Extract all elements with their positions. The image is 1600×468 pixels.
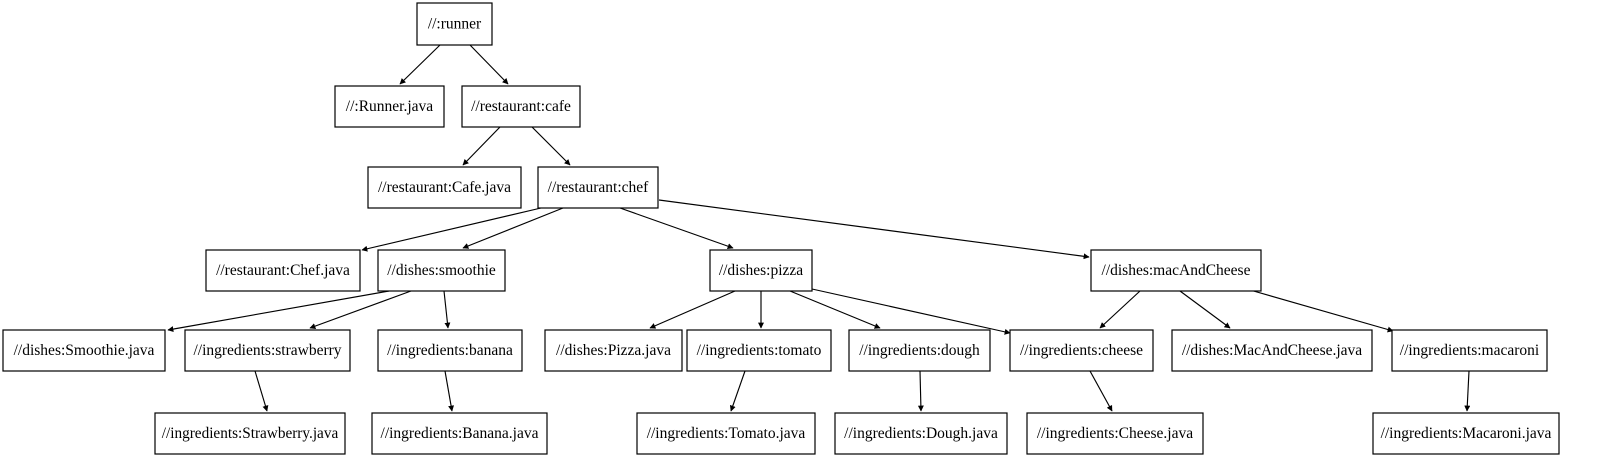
node-box[interactable] [834,412,1008,455]
graph-edge-pizza-to-cheese [811,288,1011,335]
node-label: //restaurant:chef [548,179,650,196]
node-box[interactable] [377,249,506,292]
node-box[interactable] [709,249,813,292]
node-box[interactable] [1009,329,1154,372]
node-box[interactable] [184,329,351,372]
graph-edge-pizza-to-dough [789,290,881,329]
graph-edge-strawberry-to-strawberry_java [254,370,269,412]
graph-edge-restaurant_chef-to-chef_java [361,207,542,252]
node-box[interactable] [686,329,832,372]
graph-edge-tomato-to-tomato_java [729,370,746,412]
graph-node-restaurant_cafe[interactable]: //restaurant:cafe [461,85,581,128]
graph-edge-cheese-to-cheese_java [1089,370,1113,412]
node-label: //ingredients:dough [859,342,980,359]
graph-edge-smoothie-to-strawberry [309,290,412,329]
graph-edge-runner-to-restaurant_cafe [469,44,509,85]
node-label: //ingredients:Banana.java [381,425,539,442]
node-label: //ingredients:Strawberry.java [162,425,339,442]
graph-node-restaurant_chef[interactable]: //restaurant:chef [537,166,659,209]
graph-node-mac_and_cheese[interactable]: //dishes:macAndCheese [1090,249,1262,292]
graph-node-smoothie_java[interactable]: //dishes:Smoothie.java [2,329,166,372]
graph-node-runner_java[interactable]: //:Runner.java [334,85,445,128]
graph-edge-smoothie-to-smoothie_java [167,290,390,333]
graph-node-mac_cheese_java[interactable]: //dishes:MacAndCheese.java [1171,329,1373,372]
node-box[interactable] [154,412,346,455]
graph-node-banana_java[interactable]: //ingredients:Banana.java [371,412,548,455]
graph-node-banana[interactable]: //ingredients:banana [377,329,523,372]
edge-layer [167,44,1471,412]
graph-node-strawberry[interactable]: //ingredients:strawberry [184,329,351,372]
graph-edge-restaurant_chef-to-mac_and_cheese [658,199,1090,260]
graph-node-macaroni[interactable]: //ingredients:macaroni [1391,329,1548,372]
graph-node-tomato[interactable]: //ingredients:tomato [686,329,832,372]
graph-node-cheese_java[interactable]: //ingredients:Cheese.java [1026,412,1204,455]
node-label: //dishes:Pizza.java [556,342,671,359]
graph-edge-mac_and_cheese-to-macaroni [1249,289,1394,333]
graph-edge-restaurant_chef-to-pizza [619,207,734,250]
node-layer: //:runner //:Runner.java //restaurant:cafe… [2,2,1560,455]
node-box[interactable] [537,166,659,209]
node-box[interactable] [371,412,548,455]
graph-edge-smoothie-to-banana [443,290,451,329]
graph-node-smoothie[interactable]: //dishes:smoothie [377,249,506,292]
node-label: //ingredients:tomato [697,342,822,359]
node-box[interactable] [377,329,523,372]
graph-edge-restaurant_chef-to-smoothie [462,207,564,249]
graph-node-chef_java[interactable]: //restaurant:Chef.java [205,249,361,292]
node-label: //restaurant:cafe [471,98,571,115]
node-label: //dishes:Smoothie.java [14,342,155,359]
node-label: //dishes:pizza [719,262,803,279]
graph-node-dough_java[interactable]: //ingredients:Dough.java [834,412,1008,455]
graph-node-pizza_java[interactable]: //dishes:Pizza.java [544,329,683,372]
node-box[interactable] [1026,412,1204,455]
node-label: //dishes:macAndCheese [1102,262,1251,279]
graph-edge-dough-to-dough_java [917,370,924,412]
node-label: //ingredients:Macaroni.java [1381,425,1552,442]
node-label: //restaurant:Cafe.java [378,179,511,196]
graph-node-runner[interactable]: //:runner [416,2,493,46]
node-box[interactable] [1090,249,1262,292]
node-box[interactable] [544,329,683,372]
node-label: //ingredients:strawberry [193,342,341,359]
graph-edge-macaroni-to-macaroni_java [1464,370,1471,412]
graph-edge-restaurant_cafe-to-restaurant_chef [531,126,571,166]
node-label: //ingredients:Tomato.java [647,425,806,442]
node-label: //ingredients:banana [387,342,513,359]
graph-node-cafe_java[interactable]: //restaurant:Cafe.java [367,166,522,209]
node-box[interactable] [334,85,445,128]
node-box[interactable] [1171,329,1373,372]
node-box[interactable] [367,166,522,209]
node-label: //ingredients:cheese [1020,342,1143,359]
node-label: //ingredients:Cheese.java [1037,425,1193,442]
graph-node-dough[interactable]: //ingredients:dough [848,329,991,372]
graph-edge-banana-to-banana_java [444,370,455,412]
graph-node-cheese[interactable]: //ingredients:cheese [1009,329,1154,372]
node-label: //ingredients:macaroni [1400,342,1540,359]
graph-edge-mac_and_cheese-to-mac_cheese_java [1179,290,1231,329]
graph-edge-restaurant_cafe-to-cafe_java [462,126,501,166]
node-box[interactable] [461,85,581,128]
node-box[interactable] [636,412,816,455]
node-box[interactable] [205,249,361,292]
graph-node-strawberry_java[interactable]: //ingredients:Strawberry.java [154,412,346,455]
graph-edge-pizza-to-pizza_java [649,290,736,329]
graph-node-pizza[interactable]: //dishes:pizza [709,249,813,292]
graph-edge-mac_and_cheese-to-cheese [1099,290,1141,329]
node-box[interactable] [416,2,493,46]
graph-node-tomato_java[interactable]: //ingredients:Tomato.java [636,412,816,455]
node-box[interactable] [848,329,991,372]
graph-node-macaroni_java[interactable]: //ingredients:Macaroni.java [1372,412,1560,455]
node-label: //dishes:smoothie [387,262,496,279]
node-box[interactable] [2,329,166,372]
node-label: //ingredients:Dough.java [844,425,998,442]
node-label: //:runner [428,16,482,33]
node-label: //restaurant:Chef.java [216,262,350,279]
node-box[interactable] [1372,412,1560,455]
node-label: //dishes:MacAndCheese.java [1182,342,1362,359]
node-label: //:Runner.java [346,98,434,115]
node-box[interactable] [1391,329,1548,372]
graph-edge-runner-to-runner_java [399,44,441,85]
